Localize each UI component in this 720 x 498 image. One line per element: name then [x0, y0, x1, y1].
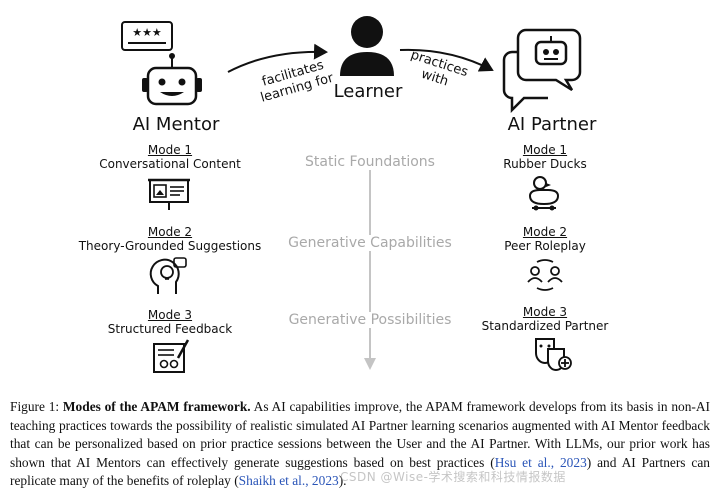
partner-mode-1-name: Rubber Ducks [503, 157, 587, 171]
watermark: CSDN @Wise-学术搜索和科技情报数据 [340, 470, 566, 484]
figure-caption: Figure 1: Modes of the APAM framework. A… [10, 398, 710, 491]
partner-mode-1: Mode 1 Rubber Ducks [470, 143, 620, 171]
caption-body-2: ) and AI Partners can replicate many of … [10, 454, 710, 489]
mentor-mode-2-label: Mode 2 [147, 225, 193, 239]
arrow-learner-to-partner [399, 48, 494, 72]
stage-1: Static Foundations [270, 154, 470, 170]
partner-title: AI Partner [507, 114, 597, 135]
partner-mode-3: Mode 3 Standardized Partner [460, 305, 630, 333]
arrow-mentor-to-learner [227, 43, 328, 73]
learner-person-icon [340, 16, 394, 76]
svg-text:★★★: ★★★ [132, 26, 162, 39]
flow-arrows [227, 43, 494, 73]
mentor-mode-1-name: Conversational Content [99, 157, 241, 171]
stage-3: Generative Possibilities [250, 312, 490, 328]
stage-2: Generative Capabilities [250, 235, 490, 251]
caption-title: Modes of the APAM framework. [62, 399, 251, 414]
partner-mode-1-label: Mode 1 [522, 143, 568, 157]
learner-title: Learner [333, 81, 403, 102]
citation-shaikh[interactable]: Shaikh et al., 2023 [238, 473, 339, 489]
caption-body-3: ). [338, 473, 347, 489]
rubber-duck-icon [528, 176, 560, 211]
caption-body-1: As AI capabilities improve, the APAM fra… [10, 399, 710, 470]
mentor-mode-3: Mode 3 Structured Feedback [90, 308, 250, 336]
partner-mode-2-label: Mode 2 [522, 225, 568, 239]
mentor-robot-icon: ★★★ [121, 21, 202, 106]
masks-icon [535, 338, 572, 371]
feedback-form-icon [153, 339, 190, 373]
partner-mode-3-label: Mode 3 [522, 305, 568, 319]
partner-mode-3-name: Standardized Partner [481, 319, 609, 333]
partner-robot-icon [502, 28, 582, 114]
peer-exchange-icon [527, 259, 563, 291]
mentor-mode-1: Mode 1 Conversational Content [90, 143, 250, 171]
mentor-mode-1-label: Mode 1 [147, 143, 193, 157]
mentor-mode-2-name: Theory-Grounded Suggestions [78, 239, 262, 253]
mentor-mode-3-label: Mode 3 [147, 308, 193, 322]
partner-mode-2-name: Peer Roleplay [504, 239, 586, 253]
partner-mode-2: Mode 2 Peer Roleplay [470, 225, 620, 253]
presentation-board-icon [148, 178, 190, 210]
citation-hsu[interactable]: Hsu et al., 2023 [494, 454, 587, 470]
mentor-mode-3-name: Structured Feedback [107, 322, 233, 336]
caption-prefix: Figure 1: [10, 399, 63, 414]
lightbulb-head-icon [149, 257, 187, 294]
mentor-mode-2: Mode 2 Theory-Grounded Suggestions [70, 225, 270, 253]
progression-arrow [364, 170, 376, 370]
mentor-title: AI Mentor [132, 114, 220, 135]
